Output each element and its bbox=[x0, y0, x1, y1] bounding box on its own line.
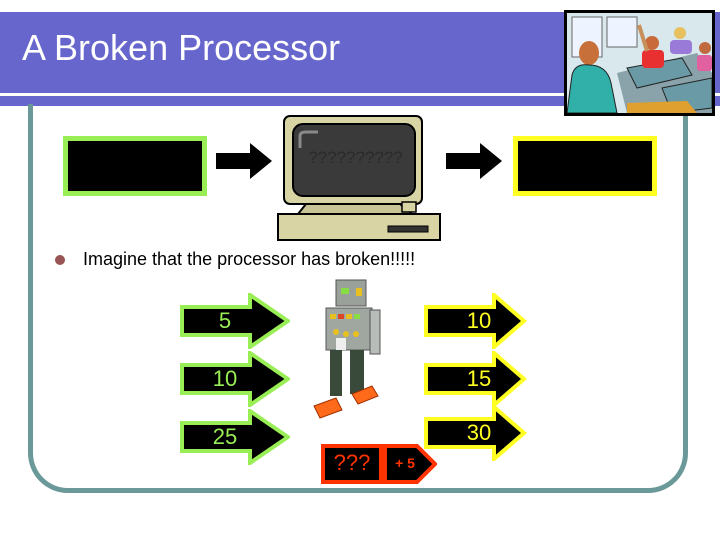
input-value: 25 bbox=[212, 424, 238, 449]
output-arrow: 30 bbox=[424, 405, 534, 461]
classroom-illustration-icon bbox=[567, 13, 712, 113]
title-rule bbox=[0, 96, 720, 106]
input-arrow: 5 bbox=[180, 293, 290, 349]
input-arrow: 25 bbox=[180, 409, 290, 465]
bullet-text: Imagine that the processor has broken!!!… bbox=[83, 249, 416, 269]
robot-rule-value: + 5 bbox=[395, 455, 415, 471]
robot-unknown-value: ??? bbox=[333, 450, 371, 475]
yellow-arrow-icon bbox=[424, 351, 528, 407]
arrow-right-icon bbox=[216, 143, 272, 179]
output-value: 15 bbox=[466, 366, 492, 391]
input-value: 10 bbox=[212, 366, 238, 391]
input-value: 5 bbox=[218, 308, 232, 333]
yellow-arrow-icon bbox=[424, 405, 528, 461]
robot-tag-icon bbox=[321, 444, 437, 484]
output-arrow: 10 bbox=[424, 293, 534, 349]
green-arrow-icon bbox=[180, 351, 290, 407]
robot-icon bbox=[313, 279, 381, 419]
output-box bbox=[513, 136, 657, 196]
green-arrow-icon bbox=[180, 409, 290, 465]
input-box bbox=[63, 136, 207, 196]
bullet-icon bbox=[55, 255, 65, 265]
classroom-clipart-image bbox=[564, 10, 715, 116]
output-arrow: 15 bbox=[424, 351, 534, 407]
content-frame bbox=[28, 104, 688, 493]
output-value: 10 bbox=[466, 308, 492, 333]
processor-computer-icon bbox=[277, 115, 441, 241]
input-arrow: 10 bbox=[180, 351, 290, 407]
output-value: 30 bbox=[466, 420, 492, 445]
yellow-arrow-icon bbox=[424, 293, 528, 349]
arrow-right-icon bbox=[446, 143, 502, 179]
processor-unknown-text: ?????????? bbox=[308, 148, 403, 167]
slide-title: A Broken Processor bbox=[22, 27, 341, 68]
green-arrow-icon bbox=[180, 293, 290, 349]
